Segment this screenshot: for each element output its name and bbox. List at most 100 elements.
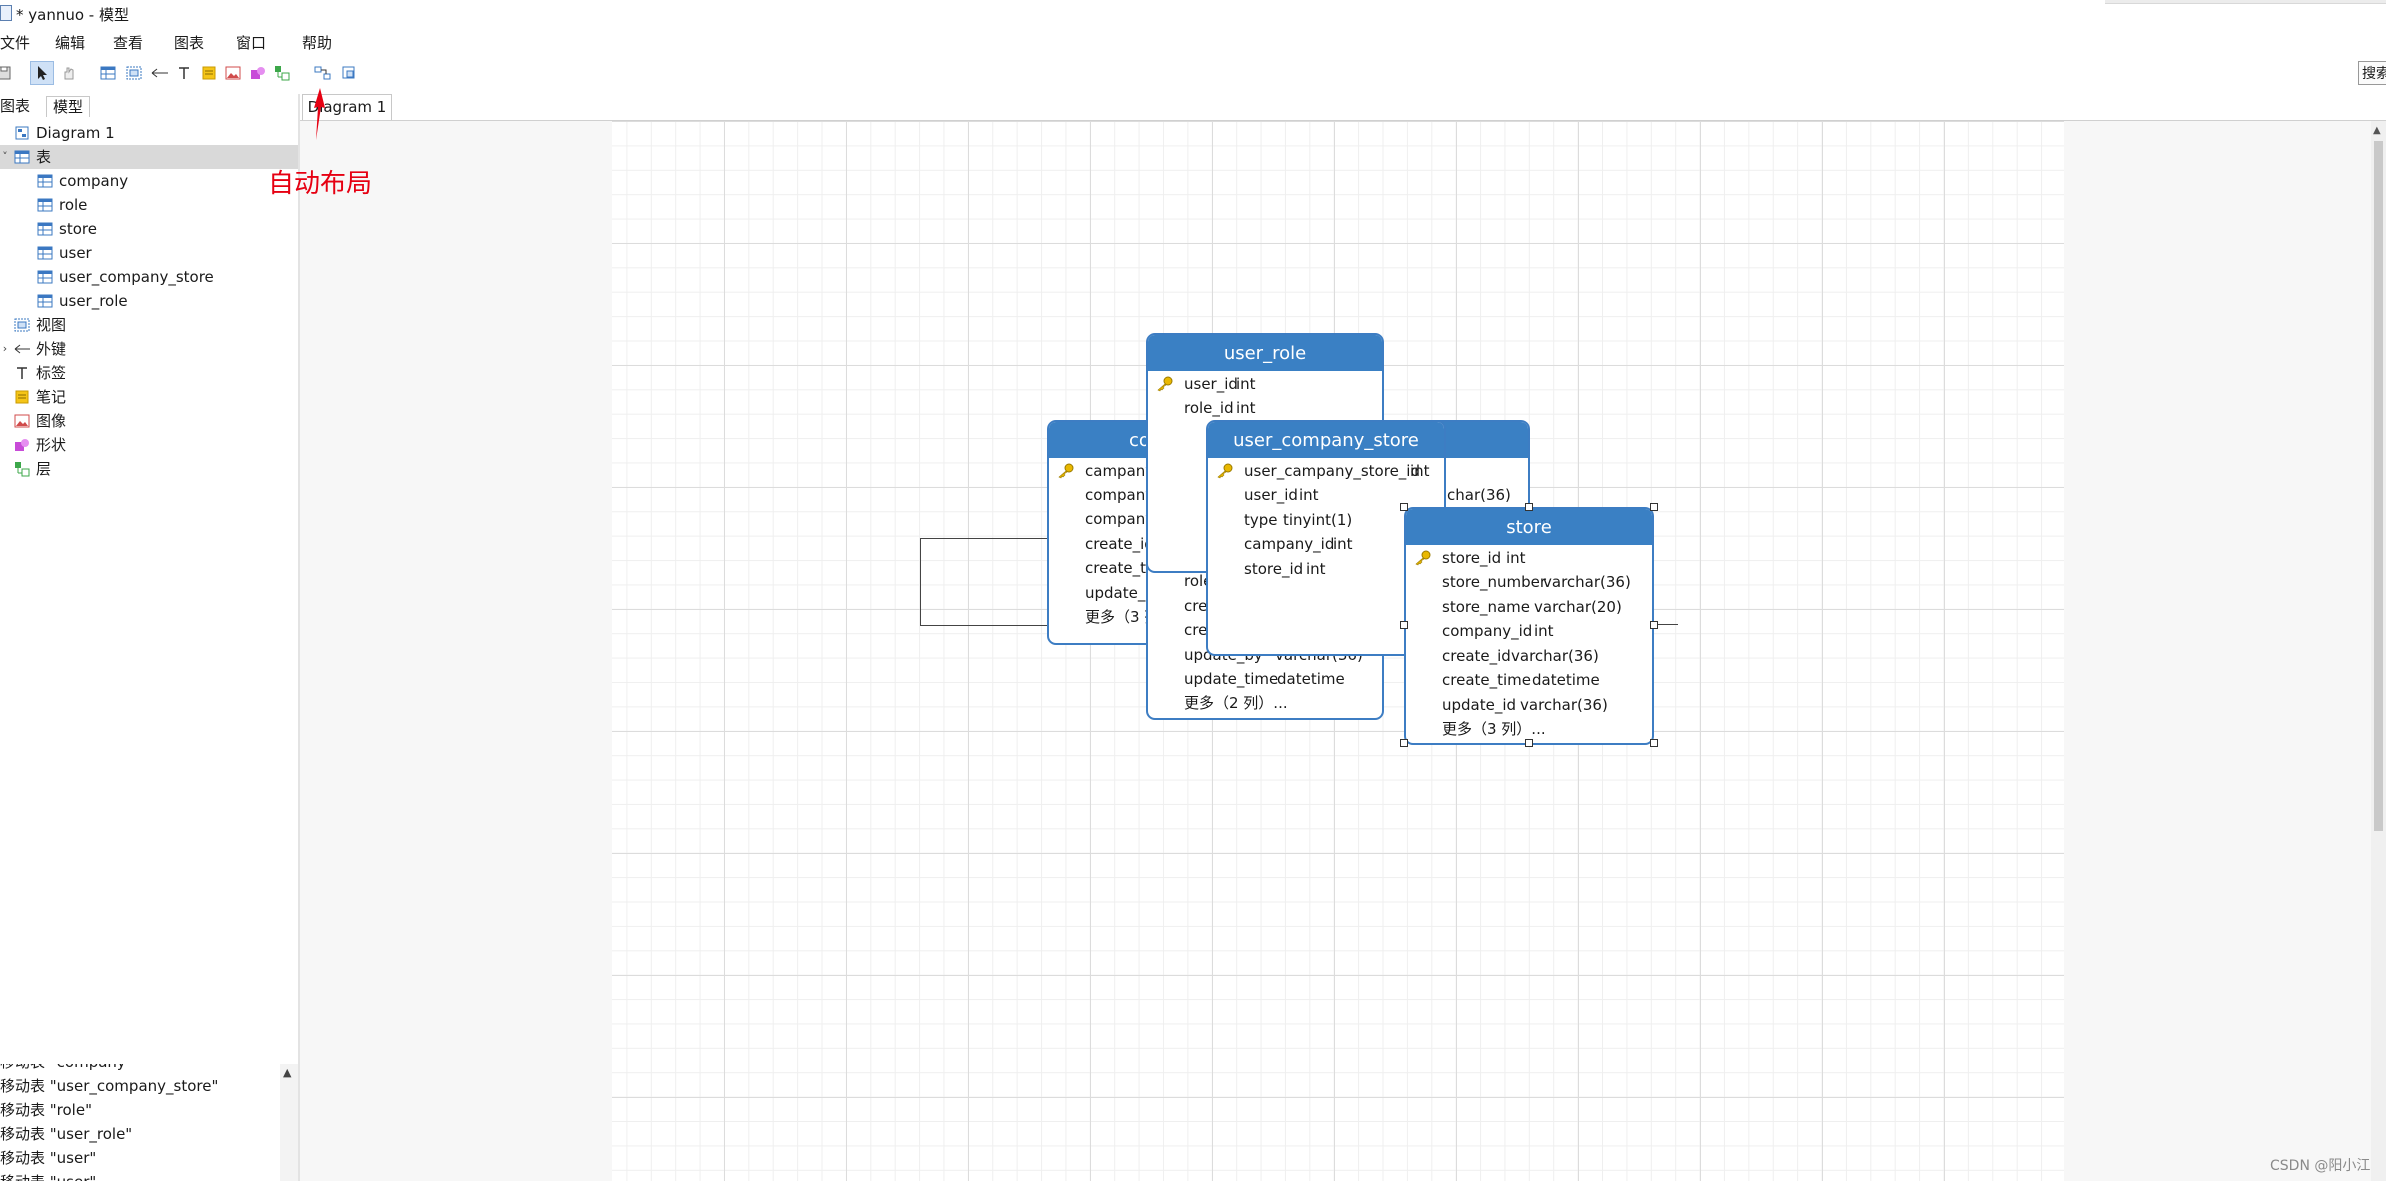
resize-handle[interactable]: [1525, 739, 1533, 747]
log-line: 移动表 "user_role": [0, 1125, 133, 1143]
tree-item-label: 视图: [36, 316, 67, 334]
foreign-key-tool-icon[interactable]: [150, 63, 170, 83]
tab-divider: [300, 120, 2386, 121]
table-icon: [37, 173, 53, 189]
tree-item-images[interactable]: 图像: [14, 409, 66, 433]
tree-item-table-user-company-store[interactable]: user_company_store: [37, 265, 214, 289]
menu-diagram[interactable]: 图表: [174, 34, 205, 52]
toolbar: 搜索: [0, 58, 2386, 90]
table-icon: [37, 197, 53, 213]
relationship-line[interactable]: [1652, 624, 1678, 625]
tree-item-label: company: [59, 172, 129, 190]
tree-item-labels[interactable]: 标签: [14, 361, 66, 385]
entity-title: store: [1406, 509, 1652, 545]
primary-key-icon: [1415, 550, 1431, 566]
label-icon: [14, 365, 30, 381]
primary-key-icon: [1217, 463, 1233, 479]
menu-edit[interactable]: 编辑: [55, 34, 86, 52]
tree-item-foreign-keys[interactable]: › 外键: [0, 337, 66, 361]
image-icon: [14, 413, 30, 429]
tree-item-label: 外键: [36, 340, 67, 358]
tree-item-label: 层: [36, 460, 52, 478]
panel-splitter[interactable]: [298, 94, 300, 1181]
tab-model[interactable]: 模型: [46, 96, 91, 117]
resize-handle[interactable]: [1650, 503, 1658, 511]
fit-diagram-icon[interactable]: [339, 63, 359, 83]
tree-item-label: 表: [36, 148, 52, 166]
layer-icon: [14, 461, 30, 477]
tree-item-label: Diagram 1: [36, 124, 115, 142]
entity-title: user_role: [1148, 335, 1382, 371]
shape-icon: [14, 437, 30, 453]
note-tool-icon[interactable]: [199, 63, 219, 83]
tree-item-table-company[interactable]: company: [37, 169, 128, 193]
window-title: * yannuo - 模型: [16, 6, 129, 24]
auto-layout-icon[interactable]: [313, 63, 333, 83]
tree-item-layers[interactable]: 层: [14, 457, 51, 481]
log-line: 移动表 "role": [0, 1101, 92, 1119]
new-view-icon[interactable]: [124, 63, 144, 83]
tree-item-table-user-role[interactable]: user_role: [37, 289, 128, 313]
object-tree: Diagram 1 ˅ 表 company role store user us…: [0, 118, 298, 1064]
canvas-vertical-scrollbar[interactable]: ▲: [2371, 121, 2386, 1181]
tree-item-label: role: [59, 196, 88, 214]
tree-item-diagram-1[interactable]: Diagram 1: [14, 121, 115, 145]
tree-item-views[interactable]: 视图: [14, 313, 66, 337]
scrollbar-thumb[interactable]: [2374, 141, 2383, 831]
resize-handle[interactable]: [1650, 621, 1658, 629]
resize-handle[interactable]: [1400, 503, 1408, 511]
log-scrollbar[interactable]: ▲: [280, 1064, 298, 1181]
primary-key-icon: [1058, 463, 1074, 479]
tree-item-notes[interactable]: 笔记: [14, 385, 66, 409]
relationship-line[interactable]: [920, 538, 921, 626]
resize-handle[interactable]: [1525, 503, 1533, 511]
scroll-up-icon[interactable]: ▲: [283, 1066, 292, 1079]
table-icon: [37, 269, 53, 285]
menu-bar: 文件 编辑 查看 图表 窗口 帮助: [0, 28, 2386, 56]
log-line: 移动表 "user": [0, 1149, 97, 1167]
history-log: 移动表 "company" 移动表 "user_company_store" 移…: [0, 1064, 280, 1181]
menu-window[interactable]: 窗口: [236, 34, 267, 52]
annotation-arrow-icon: [314, 88, 325, 140]
hand-tool-icon[interactable]: [59, 63, 79, 83]
search-button[interactable]: 搜索: [2358, 61, 2386, 85]
primary-key-icon: [1157, 376, 1173, 392]
tree-item-table-store[interactable]: store: [37, 217, 97, 241]
image-tool-icon[interactable]: [223, 63, 243, 83]
collapse-chevron-icon[interactable]: ˅: [2, 150, 8, 163]
tree-item-label: 图像: [36, 412, 67, 430]
pointer-tool-icon[interactable]: [30, 61, 54, 85]
menu-file[interactable]: 文件: [0, 34, 31, 52]
tree-item-label: user_company_store: [59, 268, 214, 286]
expand-chevron-icon[interactable]: ›: [2, 342, 8, 355]
new-table-icon[interactable]: [98, 63, 118, 83]
table-icon: [37, 293, 53, 309]
scroll-up-icon[interactable]: ▲: [2373, 125, 2381, 136]
tables-group-icon: [14, 149, 30, 165]
menu-view[interactable]: 查看: [113, 34, 144, 52]
save-icon[interactable]: [0, 63, 14, 83]
tree-item-table-role[interactable]: role: [37, 193, 87, 217]
diagram-icon: [14, 125, 30, 141]
tree-item-label: 形状: [36, 436, 67, 454]
resize-handle[interactable]: [1400, 739, 1408, 747]
shape-tool-icon[interactable]: [248, 63, 268, 83]
resize-handle[interactable]: [1400, 621, 1408, 629]
layer-tool-icon[interactable]: [272, 63, 292, 83]
tree-item-shapes[interactable]: 形状: [14, 433, 66, 457]
tree-item-label: store: [59, 220, 97, 238]
label-tool-icon[interactable]: [174, 63, 194, 83]
relationship-line[interactable]: [920, 538, 1048, 539]
relationship-line[interactable]: [920, 625, 1048, 626]
foreign-key-icon: [14, 341, 30, 357]
tree-item-label: user_role: [59, 292, 128, 310]
log-line: 移动表 "user_company_store": [0, 1077, 219, 1095]
left-panel-tabs: 图表 模型: [0, 94, 300, 118]
menu-help[interactable]: 帮助: [302, 34, 333, 52]
view-icon: [14, 317, 30, 333]
tree-item-tables[interactable]: ˅ 表: [0, 145, 298, 169]
resize-handle[interactable]: [1650, 739, 1658, 747]
tab-diagrams[interactable]: 图表: [0, 97, 31, 115]
tree-item-table-user[interactable]: user: [37, 241, 92, 265]
